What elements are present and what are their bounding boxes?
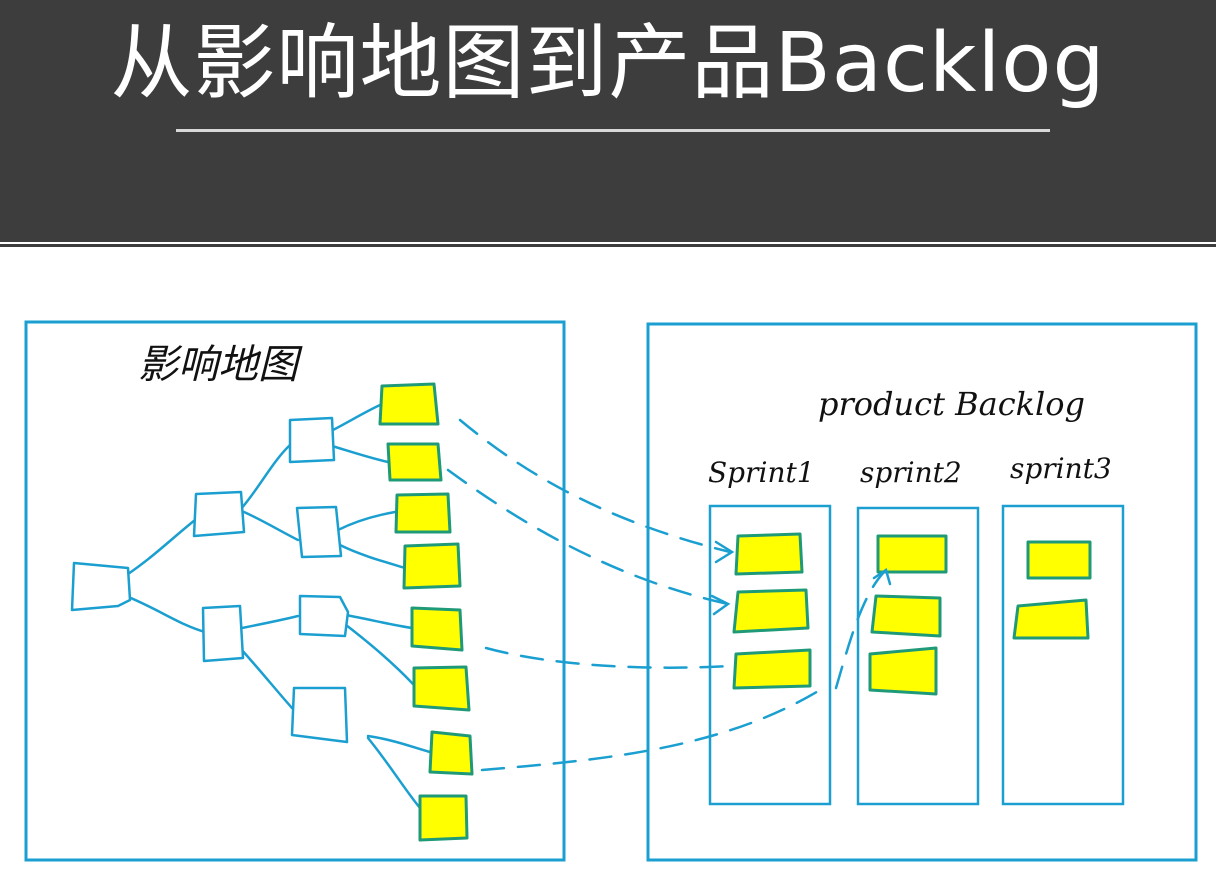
sprint-2-label: sprint2: [860, 456, 962, 489]
sprint-3-sticky-2: [1012, 598, 1090, 640]
mapping-arrow-2: [446, 468, 730, 606]
slide-header: 从影响地图到产品Backlog: [0, 0, 1216, 242]
title-underline: [176, 129, 1050, 132]
sprint-1-sticky-1: [734, 532, 804, 576]
impact-sticky-4: [402, 542, 462, 590]
arrowhead-5: [872, 568, 892, 586]
impact-sticky-5: [410, 606, 464, 652]
arrowhead-1: [714, 540, 735, 564]
sprint-2-column: [856, 506, 980, 806]
mapping-arrow-5: [834, 570, 886, 690]
sprint-3-sticky-1: [1026, 540, 1092, 580]
impact-sticky-6: [412, 665, 471, 712]
level2-node-c: [298, 594, 350, 638]
level2-node-b: [295, 505, 343, 559]
mapping-arrows: [446, 418, 886, 772]
mapping-arrow-4: [480, 688, 822, 772]
sprint-1-sticky-2: [732, 588, 810, 634]
sprint-2-sticky-2: [870, 594, 942, 638]
level2-node-a: [288, 416, 336, 464]
impact-sticky-2: [386, 442, 443, 482]
product-backlog-frame: [646, 322, 1198, 862]
impact-sticky-3: [394, 492, 452, 534]
sprint-3-column: [1001, 504, 1125, 806]
sprint-1-sticky-3: [732, 648, 812, 690]
header-divider: [0, 244, 1216, 247]
impact-map-label: 影响地图: [138, 342, 303, 388]
mapping-arrow-1: [458, 418, 732, 554]
level2-node-d: [290, 686, 349, 744]
impact-sticky-1: [378, 382, 440, 426]
level1-node-top: [192, 490, 246, 538]
impact-sticky-8: [418, 794, 469, 842]
level1-node-bottom: [201, 604, 245, 663]
sprint-2-sticky-3: [868, 646, 938, 696]
arrowhead-2: [710, 594, 731, 616]
impact-map-frame: [24, 320, 566, 862]
mapping-arrow-3: [484, 646, 732, 669]
sprint-2-sticky-1: [876, 534, 948, 574]
impact-map-connectors: [120, 403, 432, 810]
sprint-1-label: Sprint1: [708, 456, 815, 489]
sprint-1-column: [708, 504, 832, 806]
root-node: [70, 561, 132, 612]
product-backlog-label: product Backlog: [818, 385, 1085, 423]
impact-sticky-7: [428, 730, 474, 776]
slide-title: 从影响地图到产品Backlog: [110, 16, 1106, 111]
sprint-3-label: sprint3: [1010, 452, 1112, 485]
